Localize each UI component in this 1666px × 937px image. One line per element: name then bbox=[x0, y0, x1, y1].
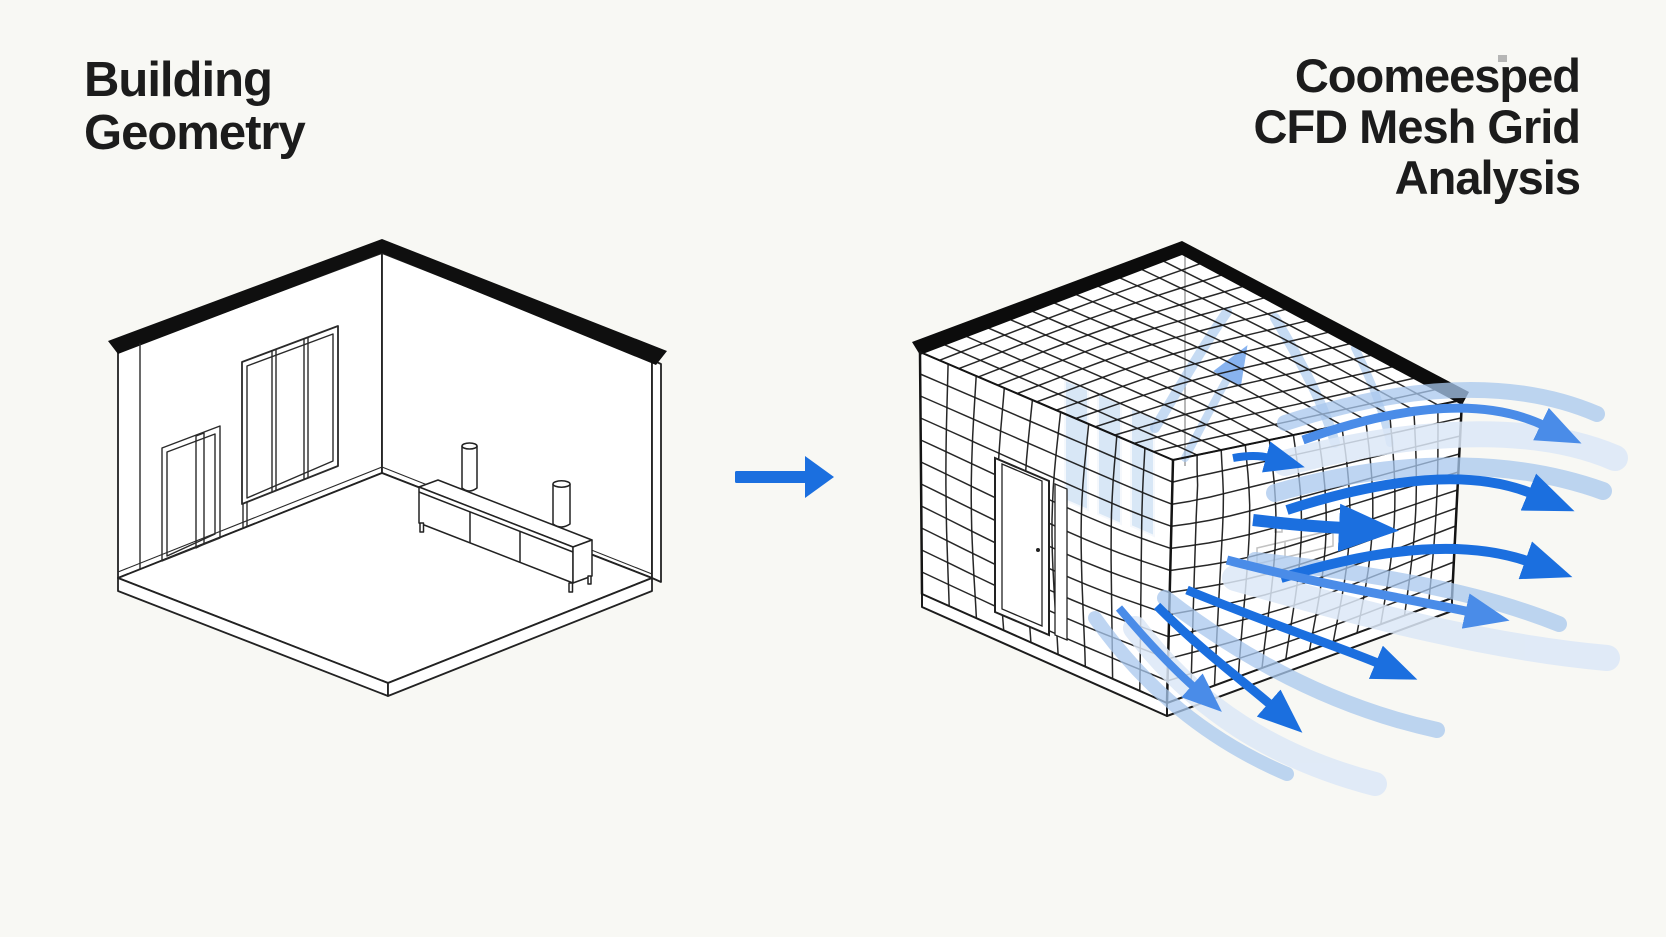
door-handle bbox=[1036, 548, 1040, 552]
vase bbox=[552, 480, 571, 528]
flow-arrow bbox=[1252, 503, 1399, 552]
right-wall-edge bbox=[651, 359, 662, 583]
console-leg bbox=[419, 522, 425, 533]
left-title-line-1: Building bbox=[84, 53, 273, 107]
console-leg bbox=[568, 582, 574, 593]
airflow-arrows bbox=[1115, 403, 1582, 733]
floor-slab-right bbox=[387, 577, 653, 697]
flow-arrow bbox=[1232, 441, 1305, 473]
left-title-line-2: Geometry bbox=[84, 106, 306, 160]
right-title-line-1: Coomeesped bbox=[1294, 49, 1581, 102]
mesh-door bbox=[994, 456, 1068, 641]
flow-arrow bbox=[1185, 585, 1418, 680]
transform-arrow-icon bbox=[735, 456, 834, 498]
right-title: Coomeesped CFD Mesh Grid Analysis bbox=[1253, 49, 1581, 204]
right-title-line-3: Analysis bbox=[1394, 151, 1581, 204]
window-frame bbox=[241, 325, 339, 505]
flow-arrow bbox=[1285, 473, 1575, 515]
right-title-line-2: CFD Mesh Grid bbox=[1253, 100, 1581, 153]
door-leaf bbox=[195, 432, 205, 549]
flow-arrow bbox=[1225, 555, 1510, 629]
flow-arrow bbox=[1115, 605, 1222, 712]
flow-arrow bbox=[1279, 541, 1573, 583]
vase bbox=[461, 442, 478, 492]
building-geometry-illustration bbox=[108, 239, 667, 697]
airflow-light-streams bbox=[1088, 381, 1612, 781]
door-frame bbox=[161, 425, 221, 562]
cube-ceiling-band bbox=[912, 241, 1469, 405]
cfd-mesh-illustration bbox=[912, 241, 1628, 796]
flow-arrow bbox=[1301, 403, 1582, 445]
tv-console bbox=[418, 442, 593, 593]
ceiling-band bbox=[108, 239, 667, 365]
stray-mark bbox=[1498, 55, 1507, 62]
flow-arrow bbox=[1153, 602, 1303, 733]
console-leg bbox=[587, 575, 592, 585]
interior-glass-panes bbox=[1064, 378, 1155, 538]
left-title: Building Geometry bbox=[84, 53, 306, 160]
